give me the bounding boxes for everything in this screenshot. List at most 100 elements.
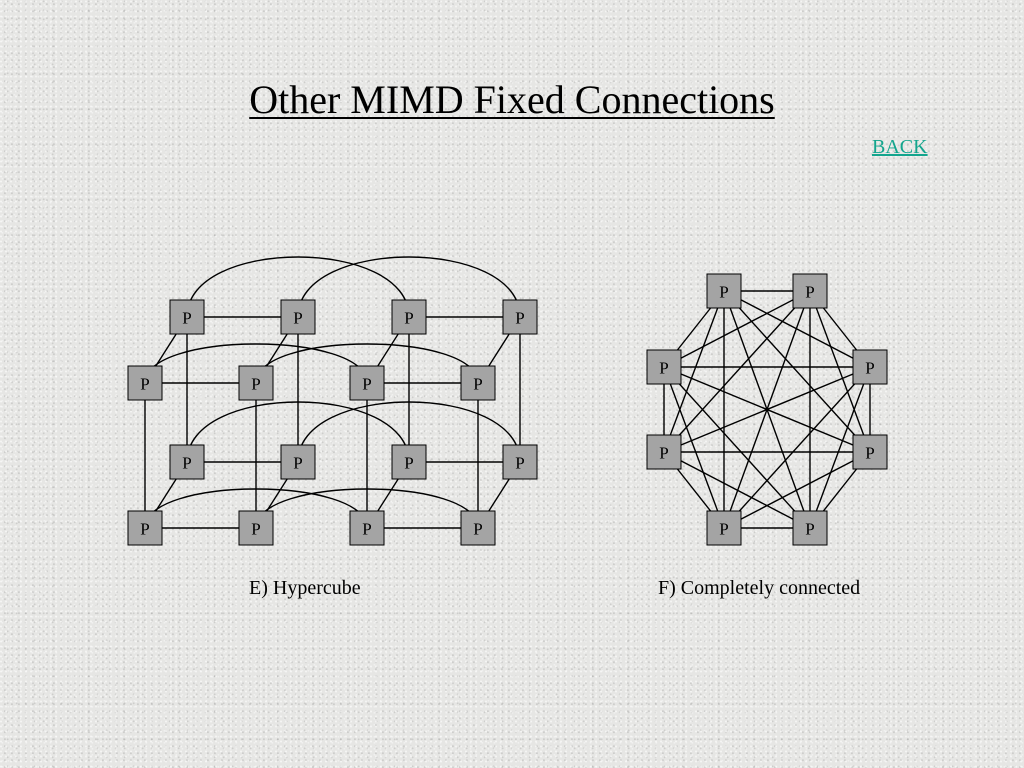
hypercube-node-9: P [391, 299, 427, 335]
processor-box [502, 444, 538, 480]
complete-edge [723, 290, 871, 453]
processor-label: P [473, 375, 482, 394]
hypercube-node-6: P [238, 510, 274, 546]
hypercube-node-15: P [502, 444, 538, 480]
processor-label: P [805, 520, 814, 539]
processor-box [460, 510, 496, 546]
hypercube-node-13: P [502, 299, 538, 335]
hypercube-node-14: P [460, 510, 496, 546]
hypercube-arc [144, 488, 368, 529]
processor-label: P [865, 359, 874, 378]
processor-label: P [404, 454, 413, 473]
processor-label: P [293, 454, 302, 473]
complete-node-7: P [646, 349, 682, 385]
hypercube-arc [186, 256, 410, 318]
processor-box [169, 444, 205, 480]
processor-label: P [719, 520, 728, 539]
hypercube-node-10: P [349, 510, 385, 546]
complete-edge [723, 290, 871, 368]
hypercube-diagram: P P P P P P P P P P P P P P P P [127, 256, 538, 546]
hypercube-node-7: P [280, 444, 316, 480]
hypercube-node-11: P [391, 444, 427, 480]
complete-edge [809, 290, 871, 453]
processor-box [706, 273, 742, 309]
complete-edge [663, 366, 871, 453]
processor-box [646, 434, 682, 470]
complete-node-0: P [706, 273, 742, 309]
hypercube-caption: E) Hypercube [249, 577, 361, 599]
hypercube-node-8: P [349, 365, 385, 401]
processor-box [792, 510, 828, 546]
hypercube-arc [144, 343, 368, 384]
complete-node-5: P [706, 510, 742, 546]
processor-box [852, 349, 888, 385]
processor-label: P [805, 283, 814, 302]
complete-edge [663, 290, 811, 368]
processor-box [349, 365, 385, 401]
hypercube-node-2: P [127, 510, 163, 546]
processor-box [238, 510, 274, 546]
hypercube-arc [297, 256, 521, 318]
processor-label: P [865, 444, 874, 463]
processor-box [391, 299, 427, 335]
hypercube-arc [297, 401, 521, 463]
hypercube-arc [255, 488, 479, 529]
processor-box [280, 444, 316, 480]
processor-box [127, 365, 163, 401]
hypercube-arc [255, 343, 479, 384]
processor-box [706, 510, 742, 546]
processor-box [502, 299, 538, 335]
hypercube-node-4: P [238, 365, 274, 401]
processor-label: P [251, 520, 260, 539]
complete-edge [723, 451, 871, 529]
complete-node-6: P [646, 434, 682, 470]
complete-edge [663, 451, 811, 529]
complete-node-3: P [852, 434, 888, 470]
hypercube-node-12: P [460, 365, 496, 401]
complete-edge [663, 366, 725, 529]
complete-edge [809, 366, 871, 529]
complete-edge [663, 290, 811, 453]
processor-label: P [404, 309, 413, 328]
processor-box [852, 434, 888, 470]
completely-connected-caption: F) Completely connected [658, 577, 861, 599]
complete-edge [663, 366, 811, 529]
processor-box [391, 444, 427, 480]
processor-box [460, 365, 496, 401]
processor-box [169, 299, 205, 335]
processor-label: P [659, 444, 668, 463]
processor-label: P [719, 283, 728, 302]
page-title: Other MIMD Fixed Connections [0, 76, 1024, 123]
processor-label: P [251, 375, 260, 394]
complete-node-1: P [792, 273, 828, 309]
processor-label: P [659, 359, 668, 378]
hypercube-node-5: P [280, 299, 316, 335]
hypercube-node-3: P [169, 444, 205, 480]
processor-label: P [182, 454, 191, 473]
processor-box [238, 365, 274, 401]
back-link[interactable]: BACK [872, 136, 928, 158]
processor-label: P [362, 520, 371, 539]
hypercube-node-0: P [127, 365, 163, 401]
hypercube-node-1: P [169, 299, 205, 335]
processor-label: P [293, 309, 302, 328]
complete-edge [663, 290, 725, 453]
complete-node-4: P [792, 510, 828, 546]
processor-box [127, 510, 163, 546]
processor-label: P [515, 454, 524, 473]
processor-label: P [182, 309, 191, 328]
complete-node-2: P [852, 349, 888, 385]
hypercube-arc [186, 401, 410, 463]
processor-label: P [362, 375, 371, 394]
processor-label: P [140, 375, 149, 394]
processor-box [349, 510, 385, 546]
processor-label: P [473, 520, 482, 539]
processor-box [646, 349, 682, 385]
processor-label: P [515, 309, 524, 328]
completely-connected-diagram: P P P P P P P P [646, 273, 888, 546]
processor-box [792, 273, 828, 309]
complete-edge [723, 366, 871, 529]
title-text: Other MIMD Fixed Connections [249, 77, 775, 122]
processor-box [280, 299, 316, 335]
